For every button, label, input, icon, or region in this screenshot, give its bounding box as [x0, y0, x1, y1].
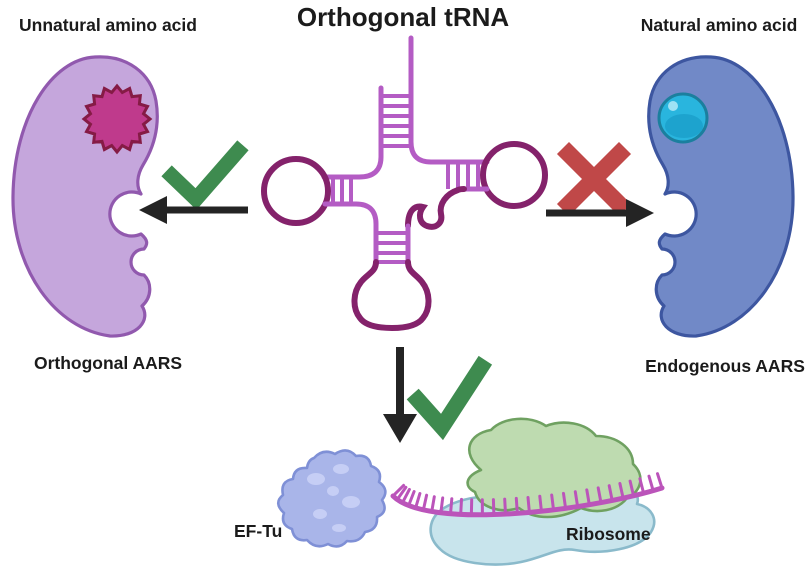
- check-icon-left: [161, 140, 249, 210]
- mrna-strand: [390, 485, 665, 518]
- trna-t-loop: [480, 141, 548, 209]
- ef-tu-texture: [307, 464, 360, 532]
- accept-path-left: [139, 140, 249, 224]
- trna-anticodon-loop: [351, 259, 432, 332]
- trna-t-arm-rungs: [446, 162, 480, 189]
- ef-tu-body: [276, 449, 387, 548]
- trna-cloverleaf-icon: [261, 35, 548, 332]
- trna-d-arm-rungs: [331, 177, 353, 204]
- trna-anticodon-rungs: [376, 231, 408, 264]
- trna-acceptor-right-strand: [408, 35, 490, 165]
- label-ribosome: Ribosome: [566, 524, 651, 544]
- accept-path-down: [383, 347, 493, 443]
- label-ef-tu: EF-Tu: [234, 521, 283, 541]
- unnatural-amino-acid-icon: [81, 83, 153, 155]
- trna-d-arm-bottom: [322, 201, 379, 265]
- natural-amino-acid-shade: [665, 114, 703, 138]
- diagram-title: Orthogonal tRNA: [296, 2, 510, 32]
- cross-icon-stroke2: [556, 141, 632, 217]
- trna-acceptor-rungs: [381, 94, 411, 148]
- trna-d-loop: [261, 156, 331, 226]
- orthogonal-aars-shape: [11, 55, 159, 338]
- ribosome-shape: [390, 417, 665, 566]
- natural-amino-acid-highlight: [668, 101, 678, 111]
- trna-acceptor-left-strand: [321, 85, 384, 180]
- arrow-left-icon: [139, 196, 167, 224]
- label-natural-amino-acid: Natural amino acid: [640, 15, 798, 35]
- check-icon-bottom: [406, 355, 493, 441]
- arrow-right-icon: [626, 199, 654, 227]
- trna-variable-loop: [405, 186, 467, 230]
- endogenous-aars-shape: [647, 55, 795, 338]
- ef-tu-shape: [276, 449, 387, 548]
- reject-path-right: [546, 141, 654, 227]
- mrna-teeth: [392, 472, 663, 515]
- label-orthogonal-aars: Orthogonal AARS: [33, 353, 183, 373]
- label-unnatural-amino-acid: Unnatural amino acid: [19, 15, 197, 35]
- arrow-down-icon: [383, 414, 417, 443]
- label-endogenous-aars: Endogenous AARS: [645, 356, 805, 376]
